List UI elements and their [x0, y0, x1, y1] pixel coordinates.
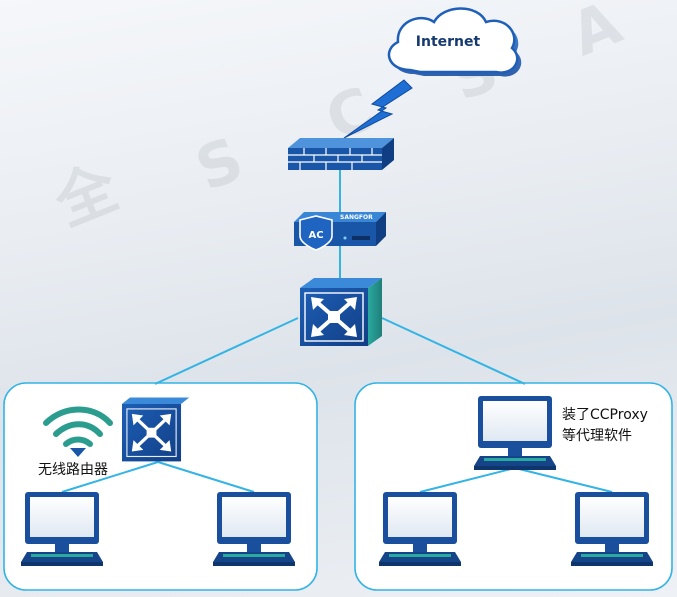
proxy-label-line1: 装了CCProxy [562, 407, 648, 423]
ac-device-icon: AC SANGFOR [294, 212, 386, 251]
right-pc-2-icon [571, 492, 653, 566]
proxy-label-line2: 等代理软件 [562, 427, 632, 444]
link-switch-pc1 [61, 461, 159, 493]
right-pc-1-icon [379, 492, 461, 566]
watermark-char-5: A [561, 0, 631, 70]
internet-label: Internet [416, 34, 481, 50]
wifi-icon [43, 406, 113, 447]
lightning-icon [343, 79, 413, 139]
link-proxy-pc4 [514, 467, 613, 493]
left-pc-2-icon [213, 492, 295, 566]
link-proxy-pc3 [419, 467, 516, 493]
ac-brand-text: SANGFOR [340, 214, 373, 221]
proxy-pc-icon [474, 396, 556, 470]
left-pc-1-icon [21, 492, 103, 566]
network-links [61, 170, 613, 493]
wifi-dot [70, 448, 86, 457]
core-switch-icon [300, 278, 382, 346]
ac-badge-text: AC [308, 230, 323, 241]
watermark-char-2: S [186, 124, 252, 205]
watermark-char-1: 全 [44, 152, 128, 240]
internet-cloud: Internet [387, 7, 522, 77]
link-core-left [154, 317, 299, 385]
firewall-icon [288, 138, 394, 170]
link-core-right [381, 317, 526, 385]
access-switch-icon [120, 395, 191, 464]
wireless-router-label: 无线路由器 [38, 462, 108, 478]
link-switch-pc2 [157, 461, 255, 493]
